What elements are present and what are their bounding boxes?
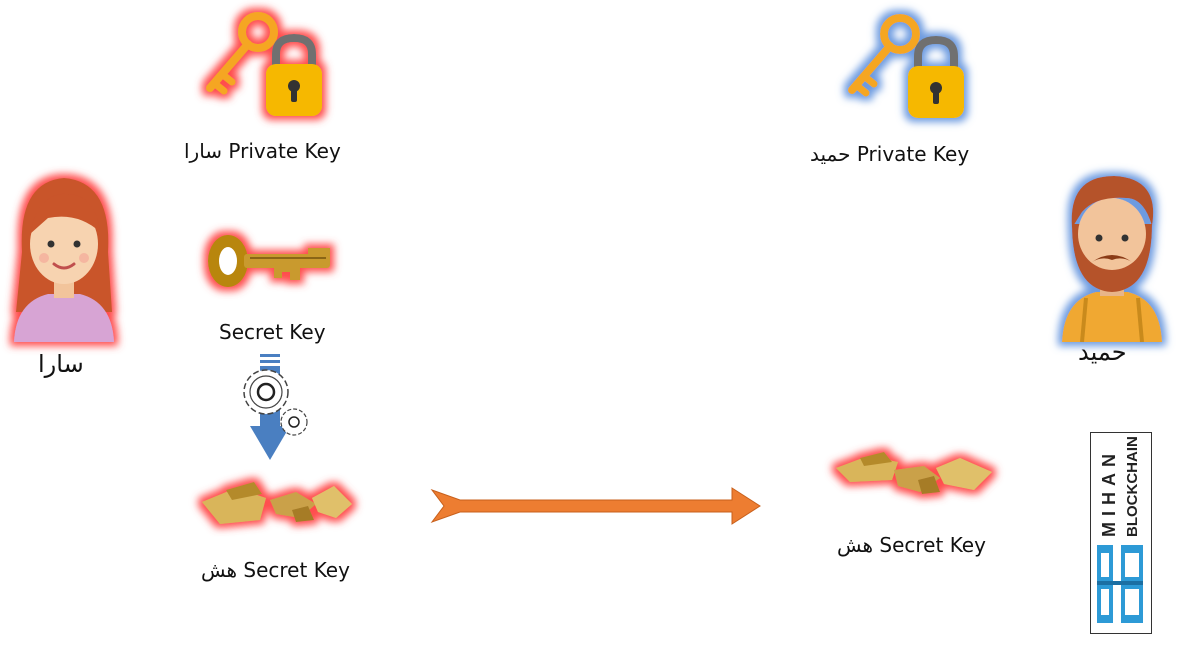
broken-key-icon bbox=[836, 452, 992, 494]
key-lock-icon bbox=[206, 12, 322, 116]
logo-text-top: MIHAN bbox=[1099, 448, 1119, 537]
right-arrow-icon bbox=[430, 487, 761, 525]
logo-text-bottom: BLOCKCHAIN bbox=[1124, 436, 1141, 537]
mihan-blockchain-logo: MIHAN BLOCKCHAIN bbox=[1090, 432, 1152, 634]
sara-private-key-graphic bbox=[198, 10, 328, 122]
sara-avatar bbox=[8, 172, 120, 350]
broken-key-icon bbox=[202, 482, 352, 524]
hamid-avatar bbox=[1056, 168, 1168, 346]
logo-icon: MIHAN BLOCKCHAIN bbox=[1097, 436, 1143, 623]
hash-process bbox=[236, 352, 312, 464]
hamid-private-key-graphic bbox=[840, 12, 970, 124]
man-avatar-icon bbox=[1062, 176, 1162, 343]
secret-key-graphic bbox=[204, 228, 338, 294]
transfer-arrow bbox=[430, 486, 762, 526]
old-key-icon bbox=[208, 235, 330, 287]
key-lock-icon bbox=[848, 14, 964, 118]
secret-key-label: Secret Key bbox=[219, 320, 326, 344]
sara-name: سارا bbox=[38, 350, 84, 378]
sara-hash-graphic bbox=[196, 474, 356, 530]
woman-avatar-icon bbox=[14, 178, 114, 342]
process-arrow-gears-icon bbox=[243, 354, 308, 460]
sara-private-key-label: سارا Private Key bbox=[184, 139, 341, 163]
hamid-name: حمید bbox=[1078, 338, 1127, 366]
sara-hash-label: هش Secret Key bbox=[201, 558, 350, 582]
hamid-private-key-label: حمید Private Key bbox=[810, 142, 970, 166]
hamid-hash-label: هش Secret Key bbox=[837, 533, 986, 557]
hamid-hash-graphic bbox=[832, 448, 996, 500]
